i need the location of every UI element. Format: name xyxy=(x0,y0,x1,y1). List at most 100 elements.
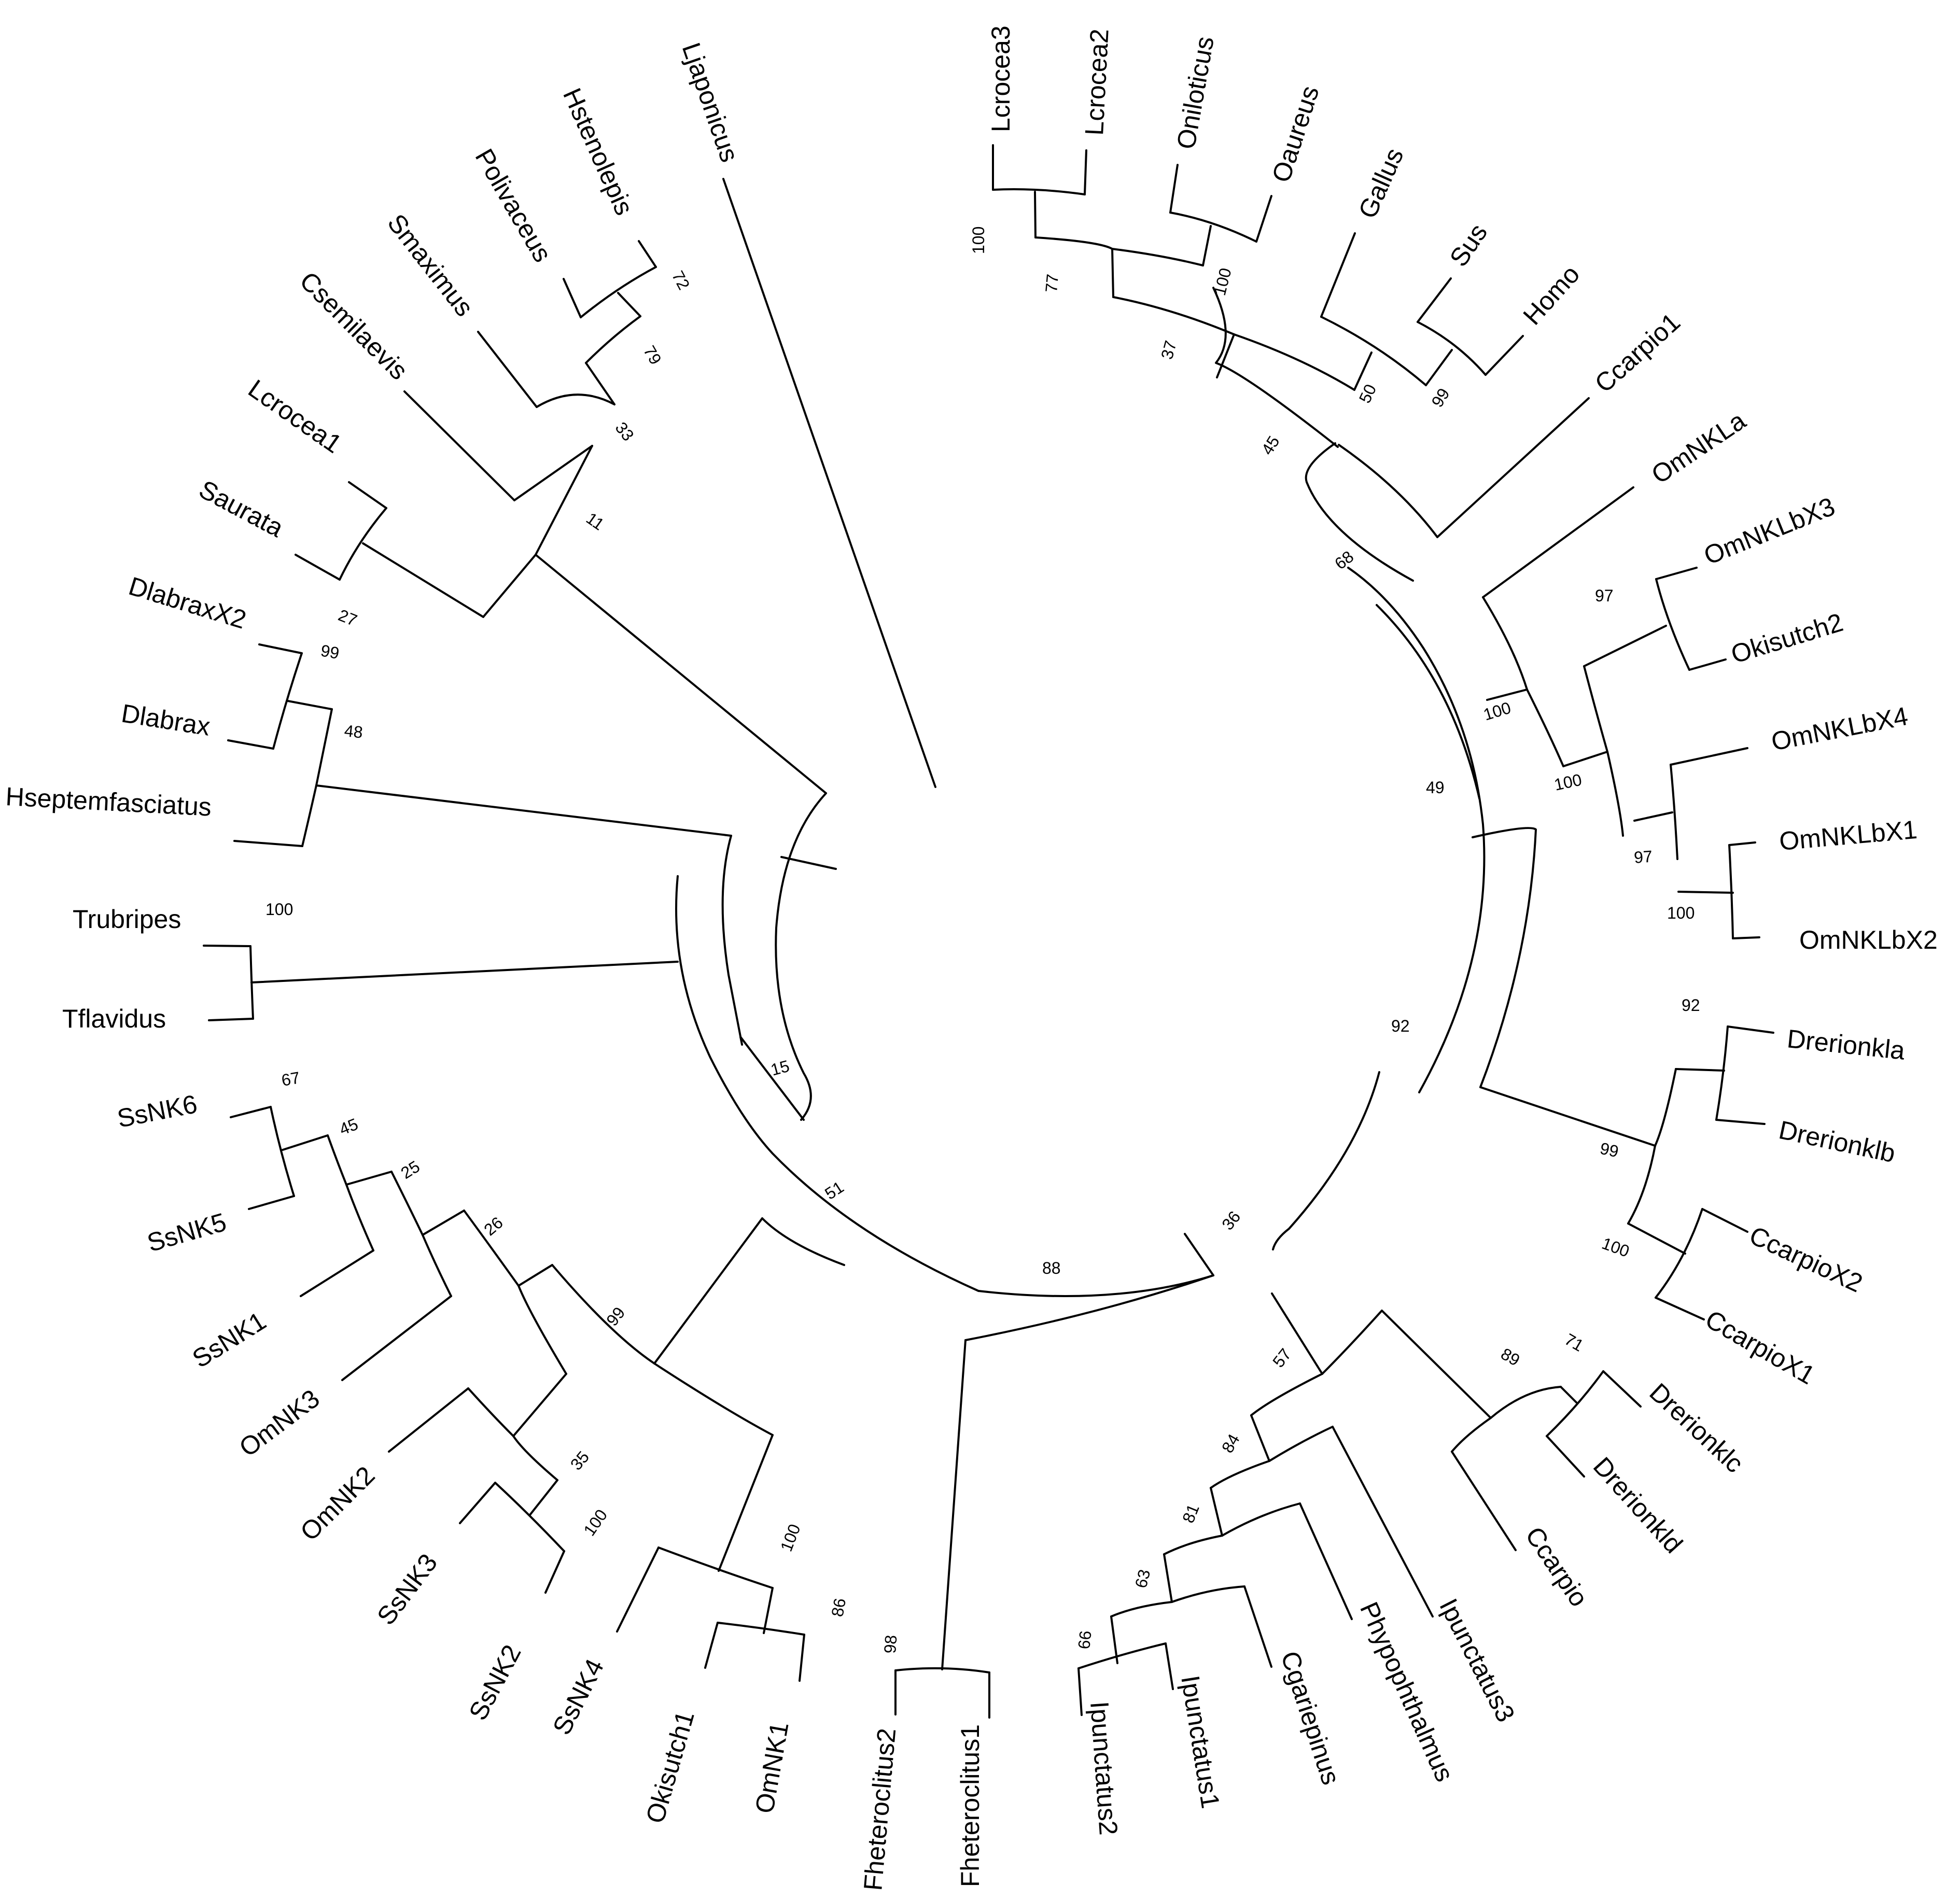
branch-100-ssnk2 xyxy=(529,1479,558,1516)
join-omnk3 xyxy=(422,1234,452,1297)
taxon-label: Tflavidus xyxy=(62,1004,166,1033)
join-45a xyxy=(1233,333,1355,391)
branch-omnk3 xyxy=(341,1295,452,1381)
branch-ljaponicus xyxy=(722,178,936,788)
join-omnk1 xyxy=(717,1622,805,1636)
join-33 xyxy=(536,393,615,408)
support-value: 67 xyxy=(280,1068,301,1090)
join-ip12 xyxy=(1077,1642,1167,1669)
branch-11-root xyxy=(535,554,827,794)
join-63 xyxy=(1163,1535,1223,1555)
inner-arc-b xyxy=(775,927,812,1121)
branch-92-dr xyxy=(1675,1068,1725,1072)
branch-ssnk1 xyxy=(300,1249,374,1297)
branch-99-sus xyxy=(1425,349,1453,386)
branch-36 xyxy=(1184,1233,1214,1276)
join-81 xyxy=(1210,1460,1270,1489)
branch-dlabrax xyxy=(227,739,274,750)
join-77 xyxy=(1034,236,1113,250)
join-68 xyxy=(1338,444,1438,538)
join-57-84 xyxy=(1250,1373,1323,1416)
branch-oaureus xyxy=(1255,195,1272,243)
arc-right-92 xyxy=(1272,1071,1380,1250)
branch-drerionkla xyxy=(1727,1025,1774,1034)
branch-cgariepinus xyxy=(1243,1585,1272,1668)
branch-omnklbx1 xyxy=(1728,841,1756,846)
arc-37 xyxy=(1212,287,1339,448)
support-value: 100 xyxy=(969,227,988,254)
branch-drerionklc xyxy=(1602,1370,1642,1408)
branch-omnklbx2 xyxy=(1732,936,1760,939)
join-phypo xyxy=(1221,1502,1301,1537)
join-ssnk1 xyxy=(345,1184,374,1252)
arc-45 xyxy=(1305,442,1414,582)
branch-100-ccx xyxy=(1627,1222,1686,1255)
branch-11 xyxy=(535,445,593,556)
support-value: 100 xyxy=(265,900,293,919)
tree-branches xyxy=(203,144,1774,1719)
join-x3 xyxy=(1655,578,1690,671)
join-89 xyxy=(1490,1386,1562,1419)
branch-ssnk6 xyxy=(230,1106,272,1118)
branch-okisutch1 xyxy=(704,1622,719,1669)
branch-25 xyxy=(422,1210,465,1236)
join-ssnk56 xyxy=(270,1106,295,1197)
arc-bottom-left xyxy=(675,875,979,1292)
join-66 xyxy=(1110,1601,1173,1618)
taxon-label: Fheteroclitus1 xyxy=(956,1724,985,1887)
support-value: 98 xyxy=(880,1634,900,1654)
join-100-omnkla-b xyxy=(1526,688,1564,767)
branch-63 xyxy=(1163,1553,1173,1603)
branch-drerionklb xyxy=(1715,1119,1766,1125)
branch-drerionkld xyxy=(1546,1435,1585,1478)
branch-100-tru xyxy=(250,961,679,983)
branch-81 xyxy=(1210,1487,1223,1537)
join-11a xyxy=(482,554,537,618)
branch-57 xyxy=(1271,1292,1323,1375)
join-oreo xyxy=(1169,212,1257,243)
branch-gallus xyxy=(1320,232,1356,318)
join-51 xyxy=(761,1217,845,1266)
branch-98 xyxy=(941,1339,967,1670)
join-35 xyxy=(512,1435,558,1481)
branch-89 xyxy=(1381,1310,1492,1419)
branch-csemilaevis xyxy=(403,390,515,501)
branch-99-ss xyxy=(653,1217,763,1365)
branch-hseptem xyxy=(233,840,303,847)
root-stub xyxy=(780,856,837,870)
branch-26 xyxy=(517,1264,553,1287)
branch-45-outer xyxy=(1216,333,1235,378)
branch-ipunctatus3 xyxy=(1332,1426,1434,1618)
branch-100-omnk1 xyxy=(718,1434,774,1572)
branch-97-x3 xyxy=(1583,625,1667,667)
branch-ssnk2 xyxy=(544,1550,565,1594)
join-37b xyxy=(1112,296,1235,335)
support-value: 92 xyxy=(1391,1017,1410,1035)
join-ccarpio xyxy=(1451,1417,1492,1453)
branch-phypophthalmus xyxy=(1299,1502,1353,1620)
join-lcrocea xyxy=(992,188,1086,195)
branch-33 xyxy=(585,362,615,405)
branch-71 xyxy=(1560,1386,1577,1403)
join-ssnk4 xyxy=(657,1546,774,1589)
join-67-45 xyxy=(327,1134,347,1186)
branch-100-oreo xyxy=(1202,225,1212,266)
branch-oniloticus xyxy=(1169,164,1179,214)
join-72 xyxy=(580,266,657,318)
branch-ssnk3 xyxy=(459,1482,496,1524)
join-99-ss xyxy=(653,1362,774,1436)
branch-48 xyxy=(315,784,732,837)
support-value: 97 xyxy=(1595,586,1614,605)
branch-100-x1x2 xyxy=(1677,891,1734,894)
branch-35 xyxy=(512,1373,567,1437)
branch-ssnk4 xyxy=(616,1546,660,1633)
arc-68 xyxy=(1376,604,1480,799)
branch-50 xyxy=(1353,352,1373,391)
branch-66 xyxy=(1110,1615,1118,1664)
support-value: 66 xyxy=(1074,1630,1095,1650)
taxon-label: Trubripes xyxy=(73,905,181,934)
join-50 xyxy=(1320,316,1427,386)
branch-99-dr xyxy=(1479,1086,1656,1147)
support-value: 92 xyxy=(1682,996,1700,1015)
join-88 xyxy=(964,1274,1214,1341)
